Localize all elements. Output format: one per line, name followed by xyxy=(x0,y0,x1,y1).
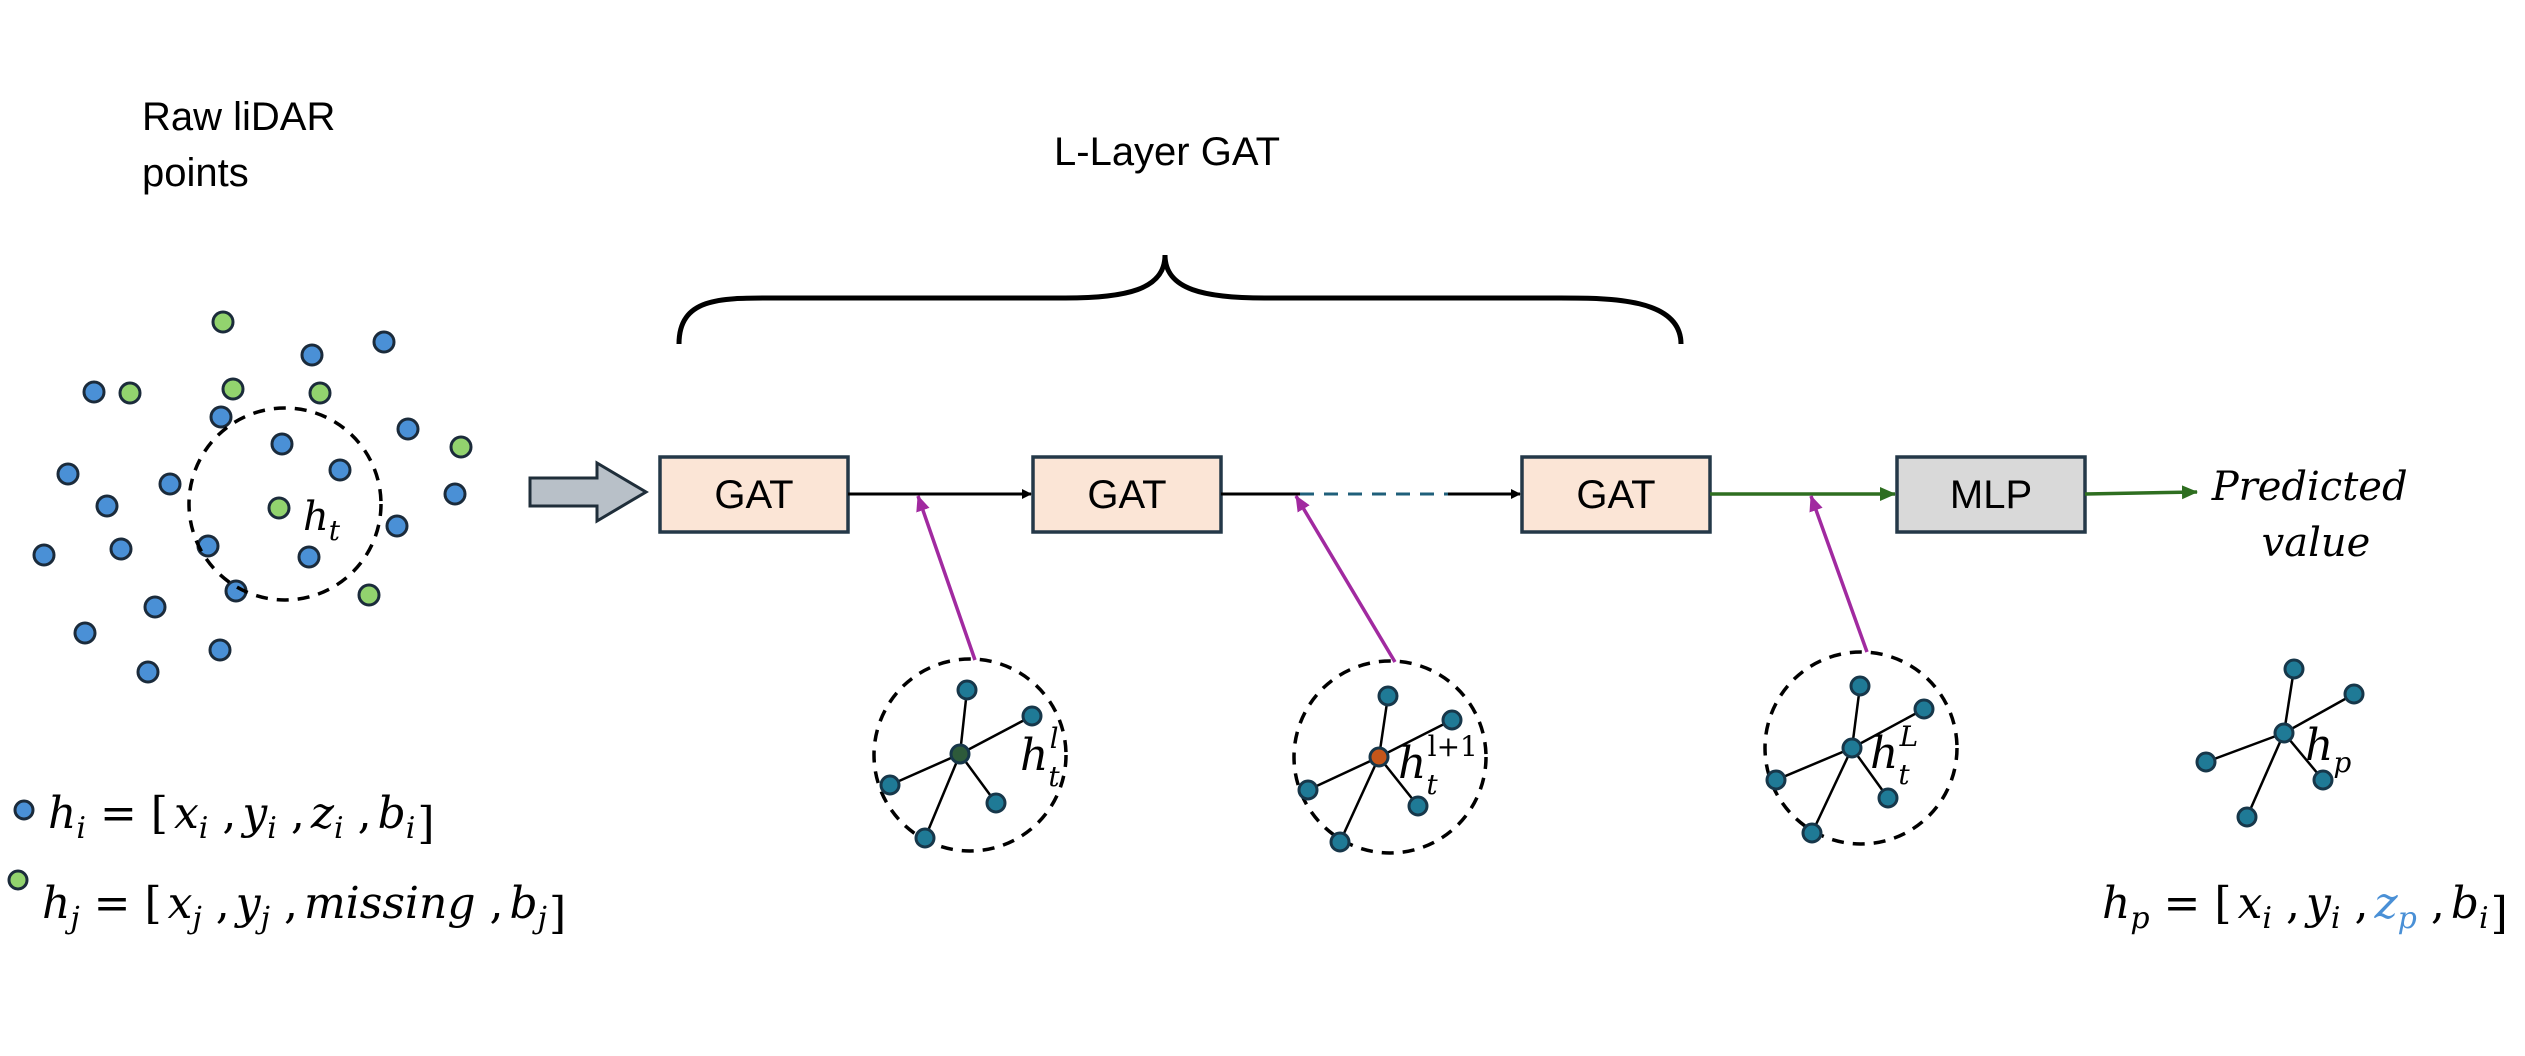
neighbor-node xyxy=(1801,822,1823,844)
lidar-point xyxy=(300,343,324,367)
equation-h-j: hj = [xj ,yj ,missing ,bj] xyxy=(42,878,566,939)
lidar-point xyxy=(82,380,106,404)
lidar-point-missing-z xyxy=(221,377,245,401)
lidar-point xyxy=(56,462,80,486)
subgraph-layer-l-plus-1 xyxy=(1292,659,1488,855)
lidar-point xyxy=(443,482,467,506)
point-cloud xyxy=(32,310,473,684)
input-arrow xyxy=(528,460,649,524)
lidar-point xyxy=(385,514,409,538)
feed-arrow-2 xyxy=(1294,495,1397,663)
neighbor-node xyxy=(1329,831,1351,853)
neighbor-node xyxy=(1913,698,1935,720)
lidar-point xyxy=(209,405,233,429)
lidar-point xyxy=(109,537,133,561)
neighbor-node xyxy=(2343,683,2365,705)
equation-text: hi = [xi ,yi ,zi ,bi] xyxy=(48,788,435,849)
layer-node-label-2: htl+1 xyxy=(1398,730,1478,801)
target-point xyxy=(267,496,291,520)
lidar-point xyxy=(32,543,56,567)
mlp-block-label: MLP xyxy=(1950,473,2032,517)
lidar-point-missing-z xyxy=(357,583,381,607)
neighborhood-circle xyxy=(187,406,383,602)
predicted-node-label: hp xyxy=(2305,720,2351,779)
lidar-point-missing-z xyxy=(211,310,235,334)
neighbor-node xyxy=(2283,658,2305,680)
lidar-point xyxy=(158,472,182,496)
subgraph-layer-l xyxy=(872,657,1068,853)
lidar-point-missing-z xyxy=(449,435,473,459)
lidar-point xyxy=(136,660,160,684)
neighbor-node xyxy=(2312,769,2334,791)
neighbor-node xyxy=(1765,769,1787,791)
layer-brace xyxy=(676,254,1684,345)
target-node-label: ht xyxy=(303,494,341,547)
center-node xyxy=(2273,722,2295,744)
neighborhood-circle xyxy=(872,657,1068,853)
neighbor-node xyxy=(1297,779,1319,801)
lidar-point-missing-z xyxy=(118,381,142,405)
lidar-point xyxy=(143,595,167,619)
gat-block-2-label: GAT xyxy=(1087,473,1166,517)
gat-block-2: GAT xyxy=(1031,455,1223,534)
layer-node-label-3: htL xyxy=(1870,720,1918,791)
neighbor-node xyxy=(2236,806,2258,828)
feed-arrow-3 xyxy=(1809,495,1869,653)
lidar-point xyxy=(73,621,97,645)
gat-block-3: GAT xyxy=(1520,455,1712,534)
lidar-point xyxy=(328,458,352,482)
lidar-point xyxy=(372,330,396,354)
equation-h-i: hi = [xi ,yi ,zi ,bi] xyxy=(48,788,435,849)
subgraph-predicted xyxy=(2195,658,2365,828)
lidar-point xyxy=(208,638,232,662)
neighbor-node xyxy=(1441,709,1463,731)
gat-block-3-label: GAT xyxy=(1576,473,1655,517)
neighbor-node xyxy=(1849,675,1871,697)
gat-block-1-label: GAT xyxy=(714,473,793,517)
neighbor-node xyxy=(914,827,936,849)
feed-arrow-1 xyxy=(916,495,977,661)
neighbor-node xyxy=(1877,787,1899,809)
neighbor-node xyxy=(1377,685,1399,707)
equation-text: hj = [xj ,yj ,missing ,bj] xyxy=(42,878,566,939)
neighborhood-circle xyxy=(1292,659,1488,855)
neighbor-node xyxy=(956,679,978,701)
neighbor-node xyxy=(1407,795,1429,817)
stack-label: L-Layer GAT xyxy=(1054,130,1280,174)
gat-block-1: GAT xyxy=(658,455,850,534)
lidar-point xyxy=(270,432,294,456)
subgraph-layer-L xyxy=(1763,650,1959,846)
center-node xyxy=(1841,737,1863,759)
lidar-point xyxy=(196,534,220,558)
equation-h-p: hp = [xi ,yi ,zp ,bi] xyxy=(2102,878,2508,939)
center-node xyxy=(949,743,971,765)
lidar-point-missing-z xyxy=(308,381,332,405)
equation-text: hp = [xi ,yi ,zp ,bi] xyxy=(2102,878,2508,939)
neighborhood-circle xyxy=(1763,650,1959,846)
neighbor-node xyxy=(985,792,1007,814)
lidar-point xyxy=(95,494,119,518)
neighbor-node xyxy=(879,774,901,796)
legend-green-point xyxy=(7,869,29,891)
output-label: Predicted value xyxy=(2211,464,2421,566)
mlp-block: MLP xyxy=(1895,455,2087,534)
layer-node-label-1: htl xyxy=(1020,722,1060,793)
legend-blue-point xyxy=(13,799,35,821)
neighbor-node xyxy=(2195,751,2217,773)
lidar-point xyxy=(396,417,420,441)
raw-points-label: Raw liDAR points xyxy=(142,95,346,195)
lidar-point xyxy=(297,545,321,569)
neighbor-node xyxy=(1021,705,1043,727)
output-arrow xyxy=(2084,485,2198,500)
center-node xyxy=(1368,746,1390,768)
